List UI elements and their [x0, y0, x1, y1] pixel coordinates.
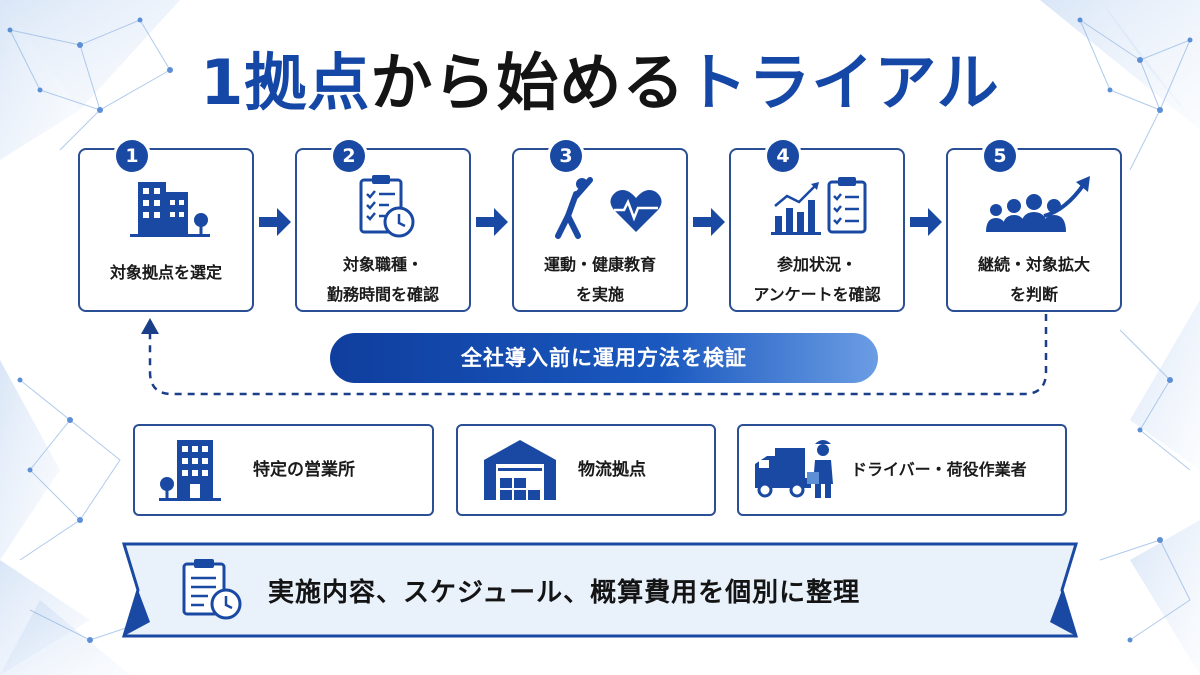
step-card-1: 対象拠点を選定: [78, 148, 254, 312]
right-arrow-icon: [476, 208, 508, 236]
target-label-drivers: ドライバー・荷役作業者: [851, 460, 1027, 479]
right-arrow-icon: [693, 208, 725, 236]
step-label-4: 参加状況・アンケートを確認: [753, 255, 881, 304]
title-part-3: トライアル: [685, 46, 1000, 119]
step-card-4: 参加状況・アンケートを確認: [729, 148, 905, 312]
step-number-2: 2: [333, 140, 365, 172]
bar-chart-checklist-icon: [771, 177, 867, 235]
warehouse-icon: [484, 440, 556, 500]
step-label-1: 対象拠点を選定: [109, 263, 222, 282]
step-label-2: 対象職種・勤務時間を確認: [326, 255, 439, 304]
target-label-logistics: 物流拠点: [578, 460, 646, 480]
right-arrow-icon: [259, 208, 291, 236]
step-card-5: 継続・対象拡大を判断: [946, 148, 1122, 312]
title-part-1: 1拠点: [200, 46, 371, 119]
step-label-5: 継続・対象拡大を判断: [977, 255, 1090, 304]
step-number-4: 4: [767, 140, 799, 172]
title-part-2: から始める: [370, 46, 686, 119]
target-card-drivers: ドライバー・荷役作業者: [737, 424, 1067, 516]
verification-pill: 全社導入前に運用方法を検証: [330, 333, 878, 383]
step-number-5: 5: [984, 140, 1016, 172]
office-building-icon: [159, 440, 221, 501]
stretching-heart-icon: [555, 177, 662, 239]
banner-text: 実施内容、スケジュール、概算費用を個別に整理: [268, 578, 861, 608]
target-card-office: 特定の営業所: [133, 424, 434, 516]
clipboard-clock-icon: [182, 559, 242, 620]
truck-worker-icon: [755, 440, 833, 498]
step-card-3: 運動・健康教育を実施: [512, 148, 688, 312]
clipboard-clock-icon: [359, 175, 415, 238]
step-card-2: 対象職種・勤務時間を確認: [295, 148, 471, 312]
people-growth-icon: [986, 176, 1090, 232]
step-number-1: 1: [116, 140, 148, 172]
target-card-logistics: 物流拠点: [456, 424, 716, 516]
office-building-icon: [130, 182, 210, 237]
right-arrow-icon: [910, 208, 942, 236]
step-label-3: 運動・健康教育を実施: [543, 255, 656, 304]
target-label-office: 特定の営業所: [253, 460, 355, 480]
page-title: 1拠点から始めるトライアル: [0, 32, 1200, 122]
step-number-3: 3: [550, 140, 582, 172]
